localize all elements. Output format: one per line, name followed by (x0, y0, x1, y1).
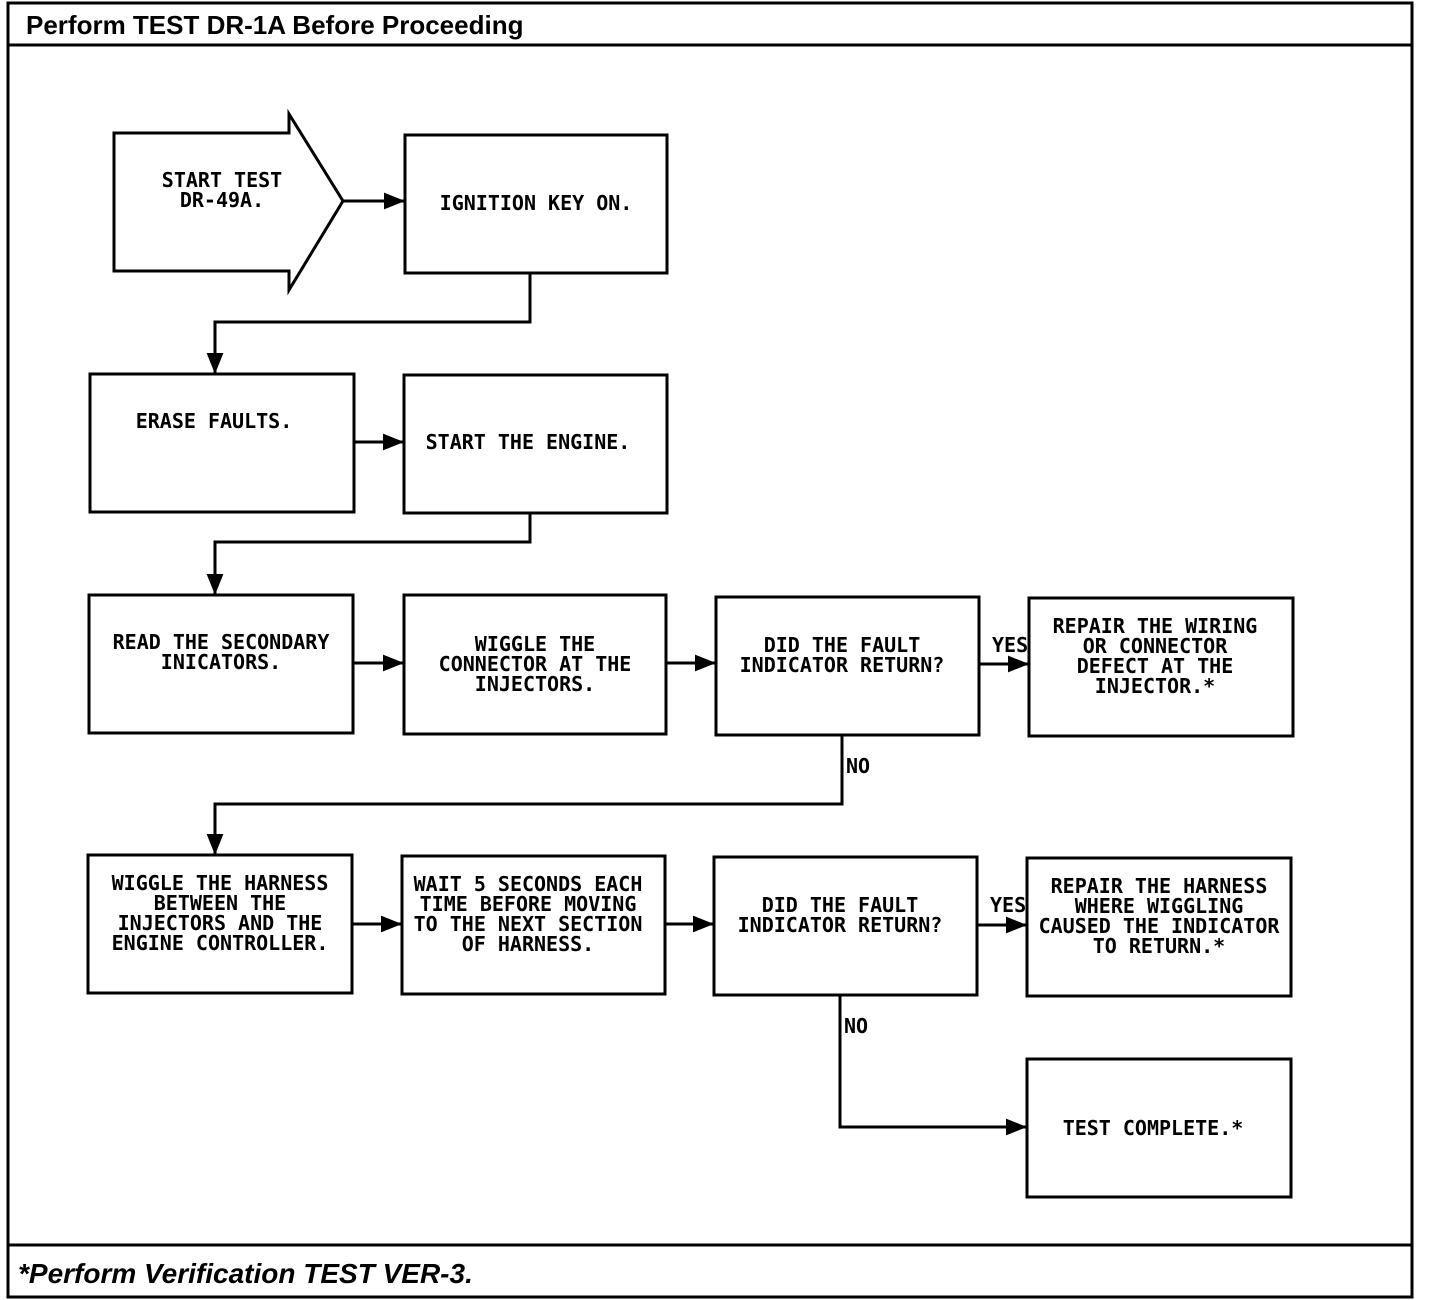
node-line: WIGGLE THE (475, 632, 595, 656)
node-line: INJECTORS. (475, 672, 595, 696)
box-ignition (403, 133, 669, 275)
box-decision-2 (712, 855, 979, 997)
text-ignition: IGNITION KEY ON. (440, 191, 633, 215)
label-yes-1: YES (992, 633, 1028, 657)
box-repair-wiring (1027, 596, 1295, 738)
text-erase: ERASE FAULTS. (136, 409, 293, 433)
node-line: ENGINE CONTROLLER. (112, 931, 329, 955)
node-line: TO THE NEXT SECTION (414, 912, 643, 936)
start-arrow-shape (112, 108, 345, 296)
node-line: START TEST (162, 168, 282, 192)
node-line: INJECTORS AND THE (118, 911, 323, 935)
box-start-engine (402, 373, 669, 515)
node-line: START THE ENGINE. (426, 430, 631, 454)
node-line: DR-49A. (180, 188, 264, 212)
header-title: Perform TEST DR-1A Before Proceeding (26, 10, 523, 40)
node-line: TEST COMPLETE.* (1063, 1116, 1244, 1140)
node-line: WHERE WIGGLING (1075, 894, 1244, 918)
node-line: WAIT 5 SECONDS EACH (414, 872, 643, 896)
node-line: REPAIR THE WIRING (1053, 614, 1258, 638)
connector-ignition-erase (206, 273, 532, 374)
connector-start-engine-read (206, 513, 532, 595)
box-wiggle-harness (86, 853, 354, 995)
box-complete (1025, 1057, 1293, 1199)
box-erase (88, 372, 356, 514)
node-line: INICATORS. (161, 650, 281, 674)
node-line: TIME BEFORE MOVING (420, 892, 637, 916)
node-line: READ THE SECONDARY (113, 630, 330, 654)
box-decision-1 (714, 595, 981, 737)
node-line: TO RETURN.* (1093, 934, 1225, 958)
node-line: INJECTOR.* (1095, 674, 1215, 698)
node-line: DEFECT AT THE (1077, 654, 1234, 678)
label-no-1: NO (846, 754, 870, 778)
node-line: REPAIR THE HARNESS (1051, 874, 1268, 898)
text-start-engine: START THE ENGINE. (426, 430, 631, 454)
node-line: WIGGLE THE HARNESS (112, 871, 329, 895)
label-yes-2: YES (990, 893, 1026, 917)
node-line: DID THE FAULT (764, 633, 921, 657)
node-line: ERASE FAULTS. (136, 409, 293, 433)
node-line: OF HARNESS. (462, 932, 594, 956)
node-line: DID THE FAULT (762, 893, 919, 917)
text-complete: TEST COMPLETE.* (1063, 1116, 1244, 1140)
node-line: CAUSED THE INDICATOR (1039, 914, 1281, 938)
box-wiggle-connector (402, 593, 668, 736)
box-repair-harness (1025, 856, 1293, 998)
node-line: INDICATOR RETURN? (740, 653, 945, 677)
box-wait (400, 854, 667, 996)
label-no-2: NO (844, 1014, 868, 1038)
node-line: BETWEEN THE (154, 891, 286, 915)
connector-decision1-no (206, 735, 844, 855)
node-line: CONNECTOR AT THE (439, 652, 632, 676)
node-line: OR CONNECTOR (1083, 634, 1228, 658)
node-line: IGNITION KEY ON. (440, 191, 633, 215)
outer-frame (6, 1, 1414, 1299)
node-line: INDICATOR RETURN? (738, 913, 943, 937)
footer-note: *Perform Verification TEST VER-3. (18, 1258, 473, 1289)
connector-decision2-no (838, 995, 1027, 1136)
